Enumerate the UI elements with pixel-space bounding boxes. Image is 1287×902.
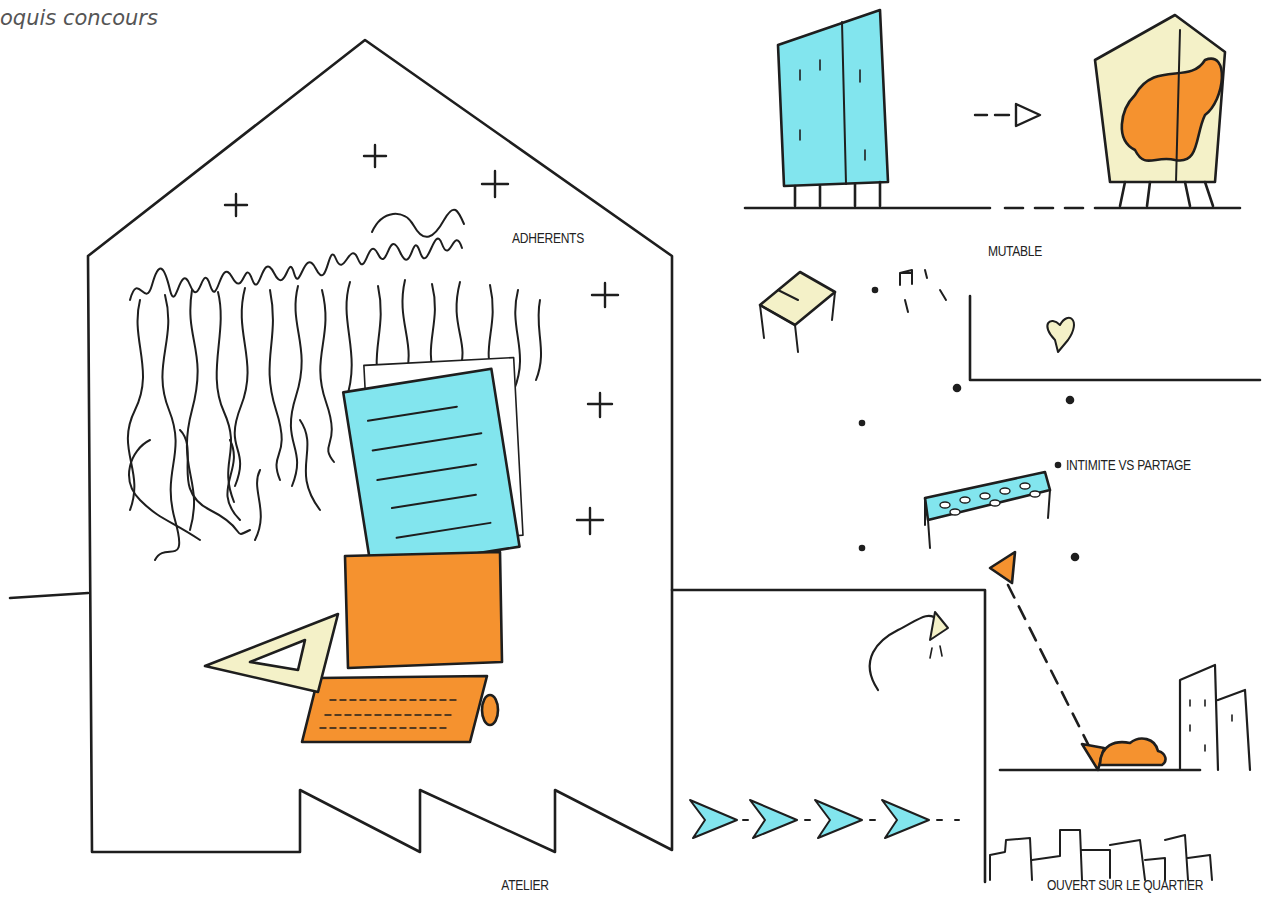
- mutable-sketch: [778, 10, 888, 186]
- annotation-label: ADHERENTS: [512, 230, 584, 246]
- district-sketch: [930, 612, 948, 640]
- interior-sketch: [954, 385, 960, 391]
- district-sketch: [990, 552, 1015, 583]
- cross-mark: [225, 194, 247, 216]
- interior-sketch: [760, 292, 835, 352]
- computer-sketch: [205, 552, 502, 742]
- people-scribble: [291, 286, 302, 486]
- people-scribble: [270, 290, 282, 480]
- interior-sketch: [1067, 397, 1073, 403]
- flow-chevron: [882, 800, 929, 838]
- interior-sketch: [1047, 318, 1074, 352]
- annotation-label: INTIMITE VS PARTAGE: [1066, 457, 1191, 473]
- cross-mark: [364, 145, 386, 167]
- cross-mark: [592, 283, 618, 307]
- district-sketch: [870, 616, 938, 690]
- interior-sketch: [1030, 491, 1040, 497]
- flow-chevron: [690, 800, 959, 838]
- interior-sketch: [873, 288, 877, 292]
- interior-sketch: [1072, 554, 1078, 560]
- district-sketch: [1190, 700, 1232, 751]
- flow-chevron: [815, 800, 862, 838]
- interior-sketch: [980, 493, 990, 499]
- people-scribble: [372, 210, 464, 237]
- district-sketch: [1000, 769, 1200, 772]
- interior-sketch: [970, 296, 1260, 380]
- flow-chevron: [743, 819, 959, 821]
- interior-sketch: [990, 500, 1000, 506]
- interior-sketch: [1020, 483, 1030, 489]
- interior-sketch: [778, 290, 798, 300]
- computer-sketch: [205, 614, 338, 692]
- interior-sketch: [900, 270, 912, 285]
- mutable-sketch: [1120, 182, 1213, 206]
- cross-mark: [577, 508, 603, 534]
- people-scribble: [536, 300, 541, 380]
- mutable-sketch: [795, 182, 880, 206]
- mutable-sketch: [1122, 59, 1222, 161]
- mutable-sketch: [1095, 15, 1225, 182]
- document-sheet: [368, 404, 495, 540]
- house-outline: [10, 40, 672, 852]
- interior-sketch: [860, 421, 864, 425]
- interior-sketch: [760, 270, 1260, 560]
- interior-sketch: [960, 497, 970, 503]
- sheet-title: oquis concours: [0, 6, 158, 30]
- people-scribble: [227, 420, 320, 540]
- district-sketch: [672, 590, 985, 882]
- mutable-sketch: [1176, 30, 1180, 182]
- interior-sketch: [950, 509, 960, 515]
- house-outline: [88, 40, 672, 852]
- district-sketch: [990, 830, 1212, 880]
- interior-sketch: [860, 546, 864, 550]
- people-scribble: [346, 282, 352, 400]
- interior-sketch: [905, 270, 946, 312]
- interior-sketch: [925, 490, 1050, 548]
- district-sketch: [672, 552, 1250, 882]
- mutable-sketch: [975, 104, 1040, 126]
- computer-sketch: [250, 640, 305, 670]
- computer-sketch: [302, 676, 487, 742]
- computer-sketch: [320, 700, 460, 728]
- computer-sketch: [482, 695, 498, 725]
- district-sketch: [1008, 585, 1092, 752]
- mutable-sketch: [745, 10, 1240, 208]
- computer-sketch: [345, 552, 502, 668]
- people-scribble: [320, 290, 334, 462]
- mutable-sketch: [842, 22, 846, 184]
- document-sheet: [343, 369, 519, 570]
- annotation-label: MUTABLE: [988, 243, 1042, 259]
- interior-sketch: [760, 272, 835, 325]
- annotation-label: OUVERT SUR LE QUARTIER: [1047, 877, 1203, 893]
- flow-chevron: [750, 800, 797, 838]
- people-scribble: [235, 288, 248, 486]
- interior-sketch: [1000, 488, 1010, 494]
- mutable-sketch: [745, 207, 1240, 210]
- annotation-label: ATELIER: [501, 877, 548, 893]
- cross-mark: [588, 393, 612, 417]
- district-sketch: [1100, 739, 1165, 765]
- house-outline: [10, 593, 88, 598]
- interior-sketch: [1056, 463, 1060, 467]
- document-sheet: [340, 342, 543, 570]
- mutable-sketch: [800, 60, 865, 160]
- district-sketch: [1180, 665, 1250, 770]
- flow-chevron: [690, 800, 737, 838]
- cross-mark: [482, 171, 508, 197]
- district-sketch: [930, 646, 942, 658]
- interior-sketch: [940, 502, 950, 508]
- interior-sketch: [925, 472, 1050, 520]
